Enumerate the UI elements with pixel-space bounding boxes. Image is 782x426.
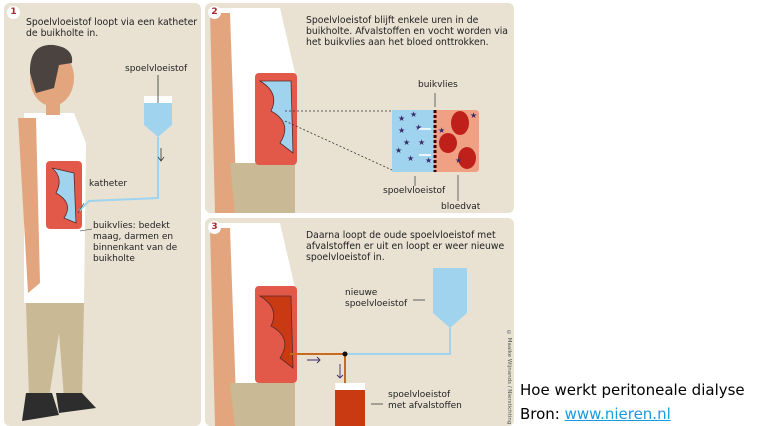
step-3-illustration-graphic — [210, 223, 467, 426]
source-prefix: Bron: — [520, 405, 565, 423]
caption-title: Hoe werkt peritoneale dialyse — [520, 381, 745, 399]
copyright-credit: © Maaike Wijnands / Nierstichting — [506, 330, 512, 425]
step-number: 3 — [208, 221, 221, 234]
label-catheter: katheter — [89, 179, 128, 189]
label-waste-fluid: spoelvloeistof met afvalstoffen — [388, 390, 462, 411]
step-number: 2 — [208, 6, 221, 19]
step-number: 1 — [7, 6, 20, 19]
svg-text:★: ★ — [425, 156, 432, 165]
svg-text:★: ★ — [398, 126, 405, 135]
svg-text:★: ★ — [395, 146, 402, 155]
label-blood-vessel: bloedvat — [441, 202, 481, 212]
source-link[interactable]: www.nieren.nl — [564, 405, 671, 423]
illustration-step-1: 1 Spoelvloeistof loopt via een katheter … — [4, 3, 201, 426]
svg-text:★: ★ — [407, 154, 414, 163]
label-new-fluid: nieuwe spoelvloeistof — [345, 288, 408, 309]
svg-text:★: ★ — [410, 110, 417, 119]
svg-text:★: ★ — [398, 114, 405, 123]
step-3-description: Daarna loopt de oude spoelvloeistof met … — [306, 230, 505, 263]
illustration-step-3: 3 Daarna loopt de oude spoelvloeistof me… — [205, 218, 514, 426]
caption-source: Bron: www.nieren.nl — [520, 405, 671, 423]
label-peritoneum: buikvlies: bedekt maag, darmen en binnen… — [93, 221, 178, 264]
label-fluid: spoelvloeistof — [125, 64, 188, 74]
illustration-step-2: ★★★★ ★★★★ ★★★★ 2 Spoelvloeistof blijft e… — [205, 3, 514, 213]
label-fluid: spoelvloeistof — [383, 186, 446, 196]
svg-text:★: ★ — [403, 138, 410, 147]
label-peritoneum: buikvlies — [418, 80, 458, 90]
svg-text:★: ★ — [438, 126, 445, 135]
svg-text:★: ★ — [415, 123, 422, 132]
svg-text:★: ★ — [418, 138, 425, 147]
step-1-illustration-graphic — [18, 44, 172, 421]
step-2-description: Spoelvloeistof blijft enkele uren in de … — [306, 15, 508, 48]
step-1-description: Spoelvloeistof loopt via een katheter de… — [26, 17, 198, 39]
step-2-illustration-graphic: ★★★★ ★★★★ ★★★★ — [210, 8, 479, 213]
svg-text:★: ★ — [470, 111, 477, 120]
svg-text:★: ★ — [455, 156, 462, 165]
